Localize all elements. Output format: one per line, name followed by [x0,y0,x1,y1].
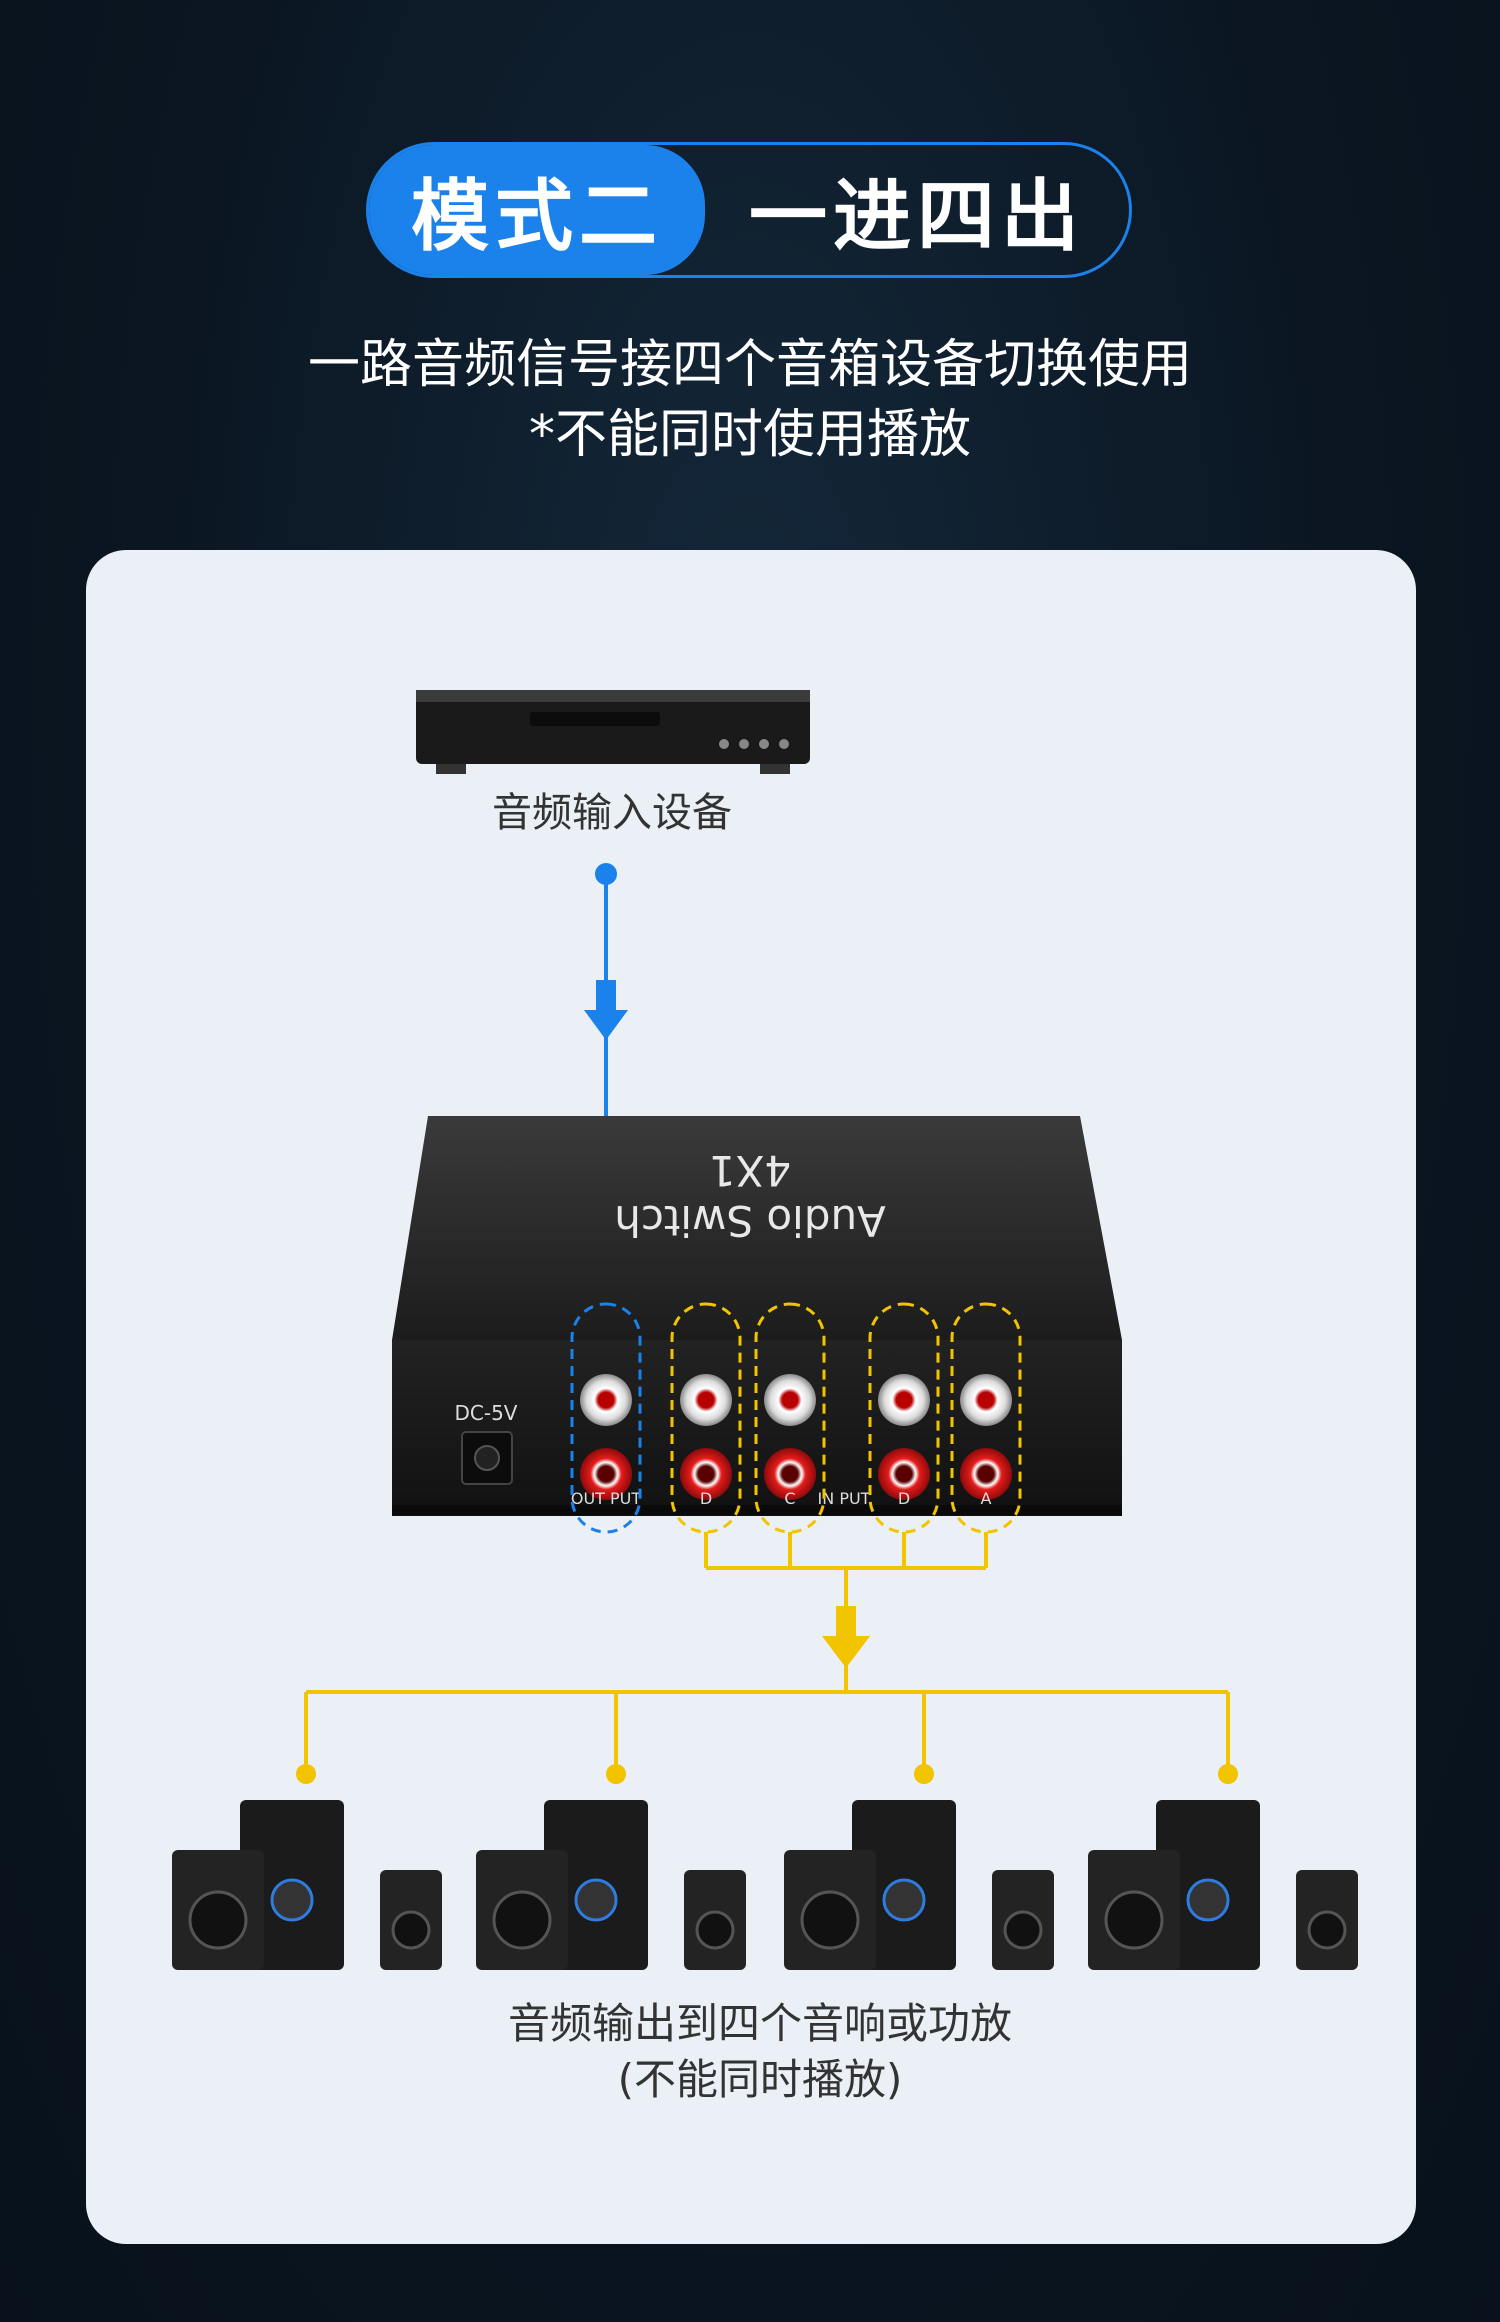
speaker-set-4-icon [1088,1800,1358,1970]
speaker-set-1-icon [172,1800,442,1970]
output-port-label: OUT PUT [571,1489,642,1508]
down-arrow-icon [822,1606,870,1668]
connection-dots [296,1764,1238,1784]
dc-label: DC-5V [455,1401,518,1425]
port-letter-d1: D [700,1489,712,1508]
input-port-label: IN PUT [818,1489,871,1508]
dvd-player-icon [416,690,810,774]
subtitle-line-2: *不能同时使用播放 [528,405,971,465]
port-letter-c: C [784,1489,795,1508]
port-letter-d2: D [898,1489,910,1508]
device-title-line-2: 4X1 [709,1146,791,1195]
output-signal-lines [304,1532,1230,1772]
input-device-label: 音频输入设备 [492,790,732,836]
mode-description: 一进四出 [748,172,1085,262]
port-highlights [570,1302,1022,1534]
port-letter-a: A [981,1489,992,1508]
output-label-line-2: (不能同时播放) [618,2055,903,2104]
output-label-line-1: 音频输出到四个音响或功放 [508,1999,1012,2048]
mode-badge: 模式二 一进四出 [366,142,1132,278]
speaker-set-2-icon [476,1800,746,1970]
rca-ports [580,1374,1012,1500]
device-title-line-1: Audio Switch [614,1196,886,1245]
mode-label: 模式二 [369,145,705,275]
dc-power-port-icon [461,1431,513,1485]
speaker-set-3-icon [784,1800,1054,1970]
subtitle-line-1: 一路音频信号接四个音箱设备切换使用 [307,335,1192,395]
